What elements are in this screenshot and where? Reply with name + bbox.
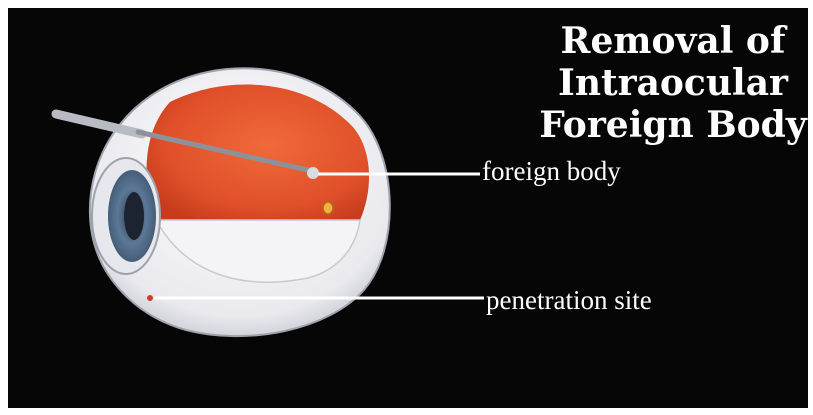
- title-line-1: Removal of: [538, 20, 808, 62]
- foreign-body-marker: [323, 202, 333, 214]
- penetration-site-marker: [147, 295, 153, 301]
- diagram-title: Removal of Intraocular Foreign Body: [538, 20, 808, 146]
- pupil: [124, 192, 144, 240]
- title-line-2: Intraocular: [538, 62, 808, 104]
- penetration-site-label: penetration site: [486, 285, 652, 315]
- foreign-body-label: foreign body: [482, 156, 621, 186]
- instrument-tip: [307, 167, 319, 179]
- diagram-panel: Removal of Intraocular Foreign Body fore…: [8, 8, 808, 408]
- title-line-3: Foreign Body: [538, 104, 808, 146]
